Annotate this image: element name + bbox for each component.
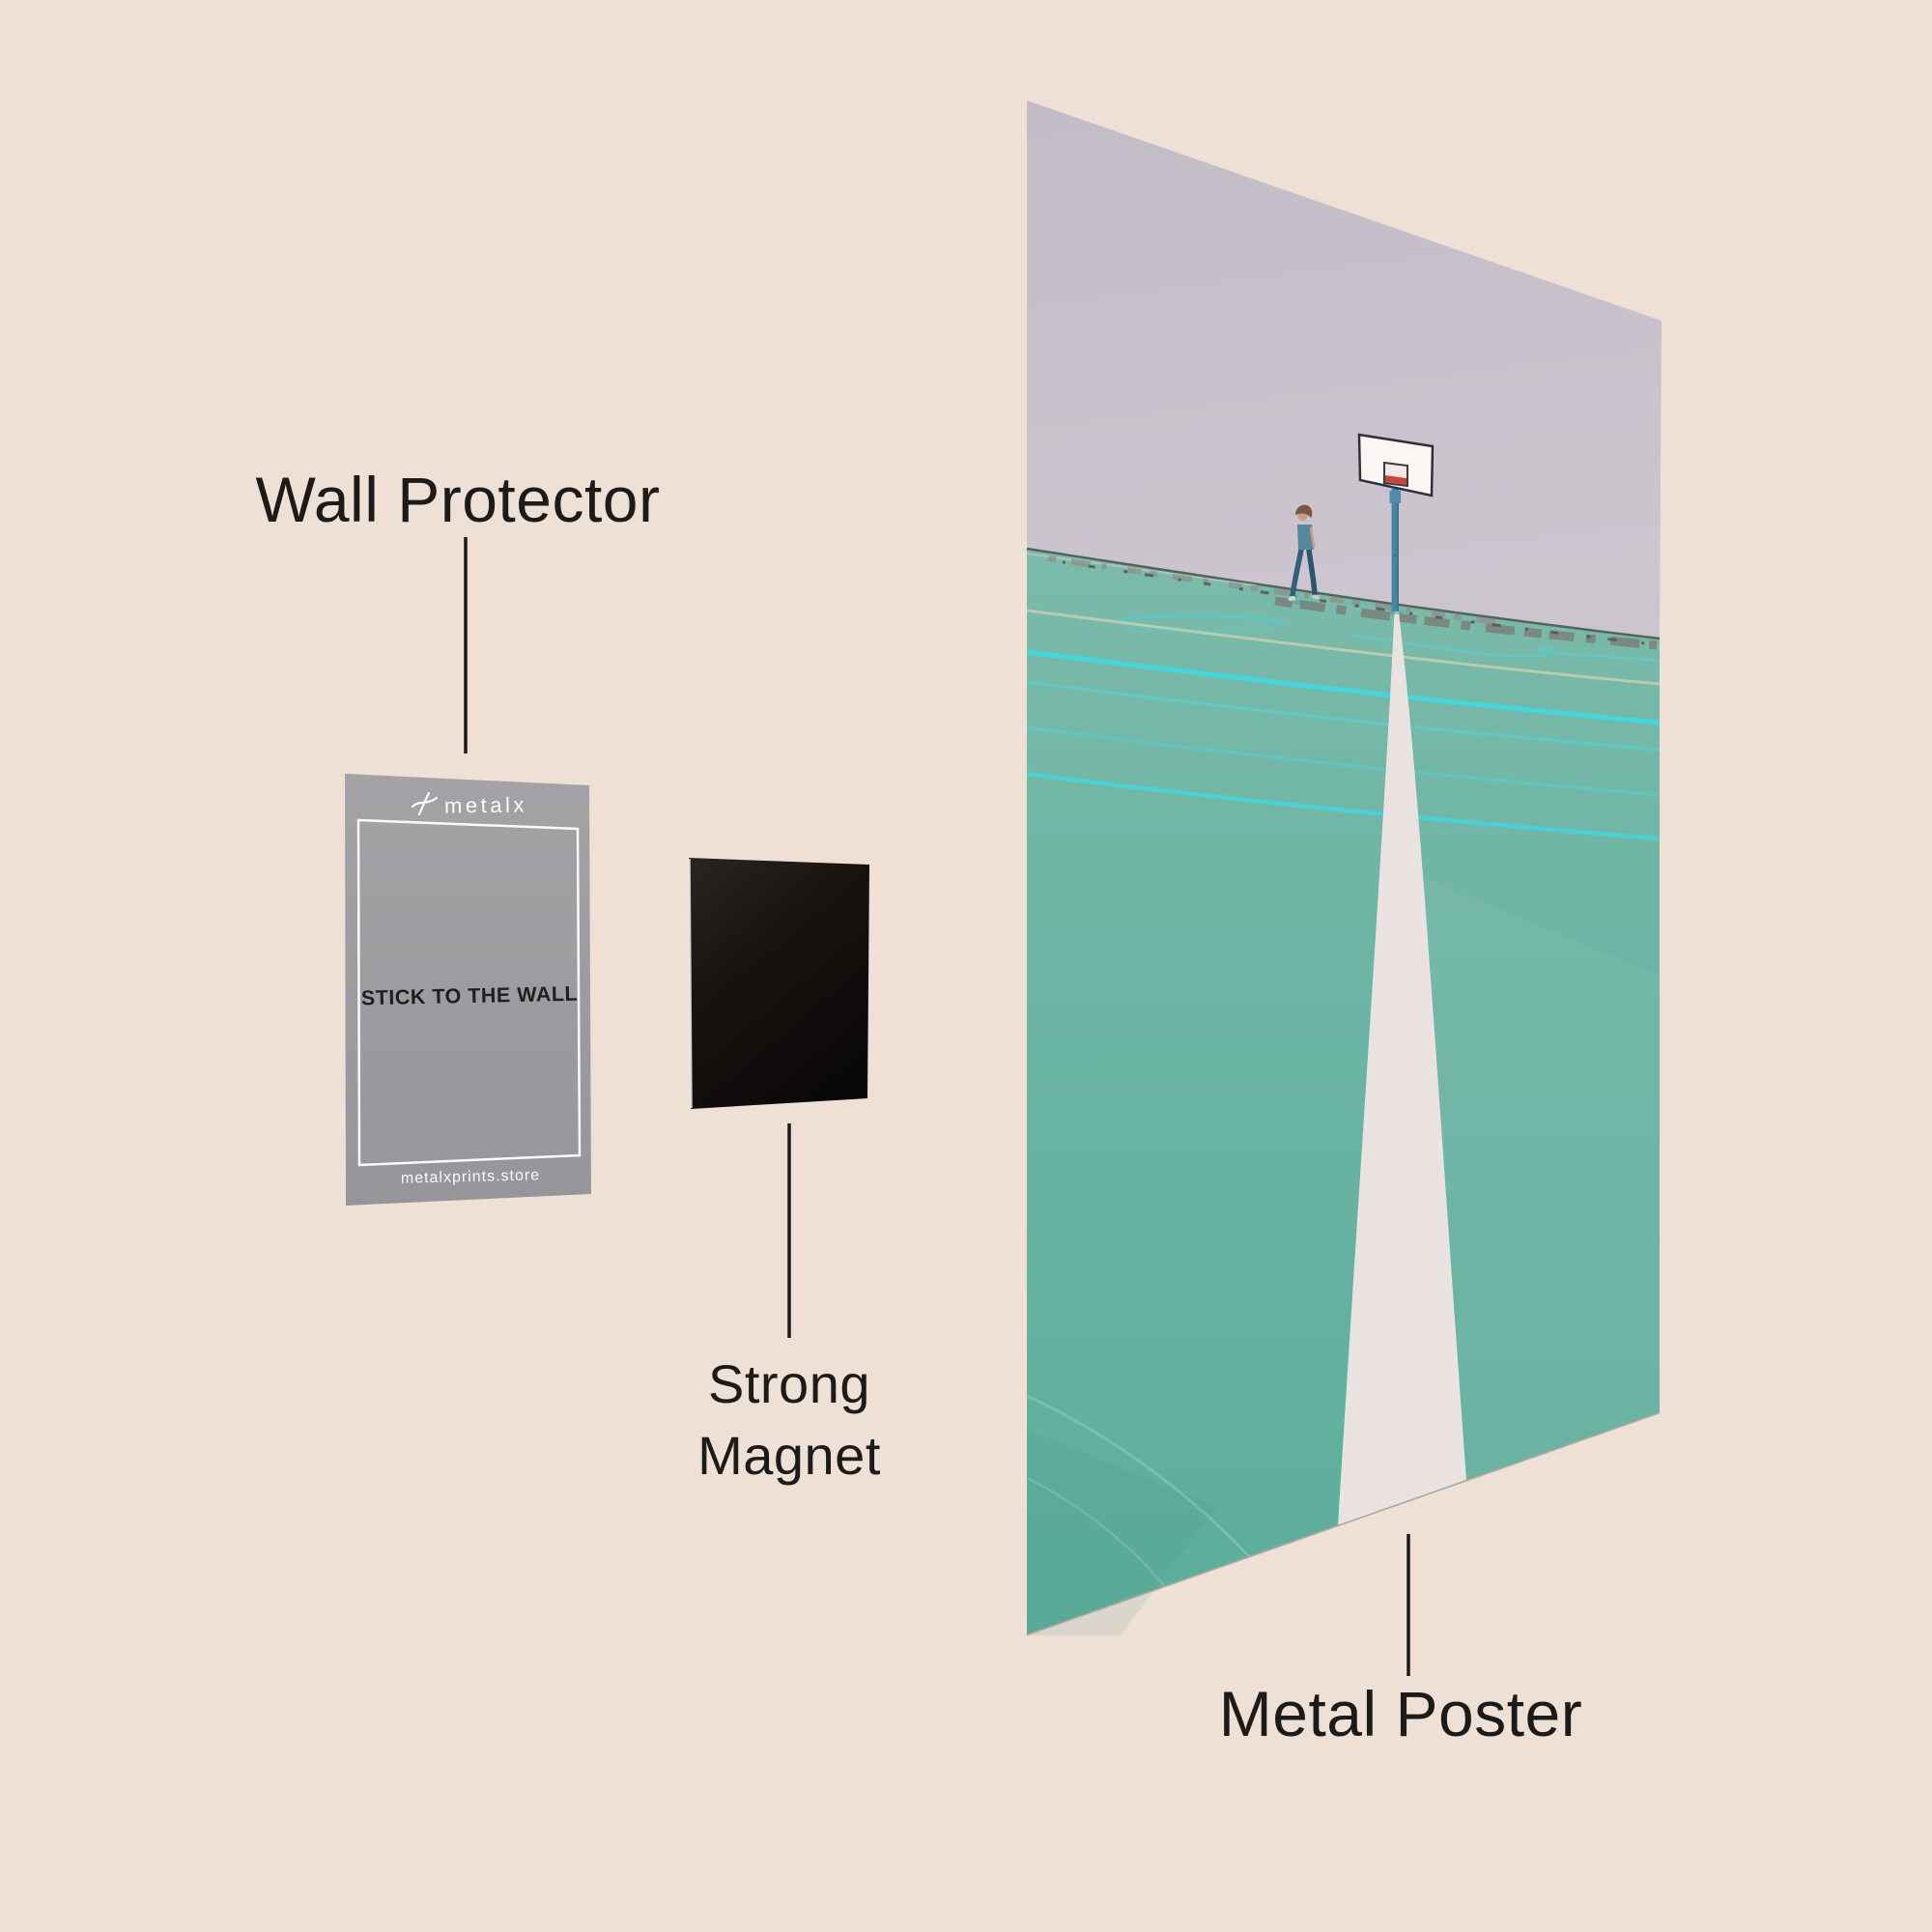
wall-protector-card: metalx STICK TO THE WALL metalxprints.st… bbox=[345, 774, 591, 1206]
court-center-line bbox=[1338, 610, 1466, 1525]
strong-magnet bbox=[688, 858, 869, 1109]
magnet-body bbox=[689, 858, 869, 1109]
rubble-band-left bbox=[1047, 555, 1498, 625]
court-line-cyan-bright-2 bbox=[1026, 771, 1661, 841]
court-scratch-1 bbox=[1026, 1394, 1267, 1576]
rubble-band-right bbox=[1274, 596, 1658, 650]
card-website-text: metalxprints.store bbox=[401, 1167, 541, 1187]
court-scratch-2 bbox=[1026, 1476, 1176, 1600]
rubble-speckles bbox=[1062, 560, 1657, 646]
person-back-shoe bbox=[1311, 594, 1321, 600]
magnet-edge-highlight bbox=[688, 858, 693, 1109]
person-torso bbox=[1297, 525, 1314, 550]
poster-court-area bbox=[1027, 548, 1660, 1635]
person-arm bbox=[1309, 526, 1316, 549]
court-line-cyan-bright-1 bbox=[1026, 649, 1661, 725]
walking-person bbox=[1288, 504, 1321, 606]
card-inner-border bbox=[356, 818, 582, 1167]
court-line-curl bbox=[1351, 634, 1661, 663]
court-circle-arc bbox=[1118, 613, 1288, 625]
hoop-pole bbox=[1391, 489, 1399, 611]
person-front-leg bbox=[1290, 547, 1304, 599]
person-front-shoe bbox=[1288, 596, 1296, 601]
person-hair bbox=[1295, 504, 1313, 518]
metal-poster-image bbox=[1026, 100, 1662, 1636]
court-line-cyan-faint-2 bbox=[1026, 725, 1661, 797]
card-body bbox=[345, 774, 591, 1206]
court-shading-light bbox=[1406, 869, 1660, 1485]
card-instruction-text: STICK TO THE WALL bbox=[361, 982, 579, 1010]
pole-joint bbox=[1393, 554, 1397, 557]
curb-highlight bbox=[1026, 553, 1257, 586]
basketball-hoop bbox=[1357, 433, 1435, 614]
label-metal-poster: Metal Poster bbox=[1218, 1678, 1583, 1749]
pole-collar bbox=[1389, 491, 1401, 503]
court-line-yellow bbox=[1026, 609, 1661, 686]
card-brand-logo-text: metalx bbox=[444, 792, 527, 817]
person-back-leg bbox=[1306, 547, 1318, 597]
court-line-cyan-faint-1 bbox=[1026, 680, 1661, 752]
label-strong-magnet-line2: Magnet bbox=[697, 1425, 881, 1486]
poster-bottom-edge bbox=[1026, 1411, 1661, 1636]
poster-wall-area bbox=[1027, 100, 1662, 638]
label-strong-magnet-line1: Strong bbox=[707, 1353, 870, 1414]
court-shading-dark bbox=[1027, 1430, 1217, 1635]
label-wall-protector: Wall Protector bbox=[255, 464, 661, 535]
backboard-red-band bbox=[1385, 475, 1406, 485]
metalx-logo-icon bbox=[411, 791, 439, 816]
label-strong-magnet: Strong Magnet bbox=[697, 1349, 881, 1492]
person-shadow bbox=[1291, 600, 1318, 606]
court-circle-arc-lower bbox=[1124, 624, 1281, 633]
